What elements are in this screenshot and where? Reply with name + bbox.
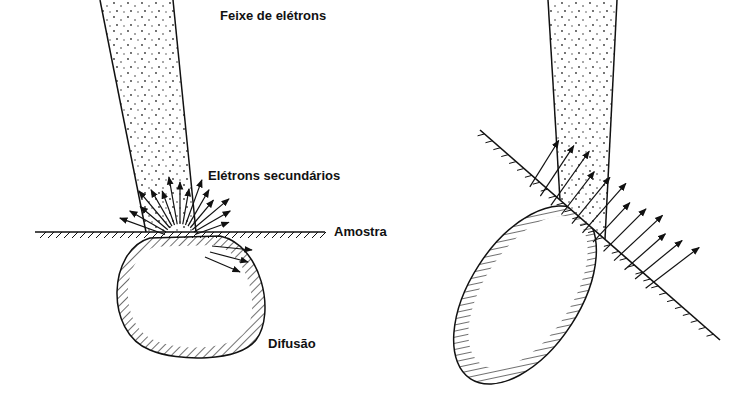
surface-hatch — [240, 232, 246, 238]
secondary-electron-arrow — [604, 209, 646, 251]
secondary-electron-arrow — [151, 190, 172, 226]
secondary-electron-arrow — [190, 200, 213, 228]
surface-hatch — [64, 232, 70, 238]
secondary-electron-arrow — [582, 183, 625, 233]
secondary-electron-arrow — [635, 240, 682, 279]
surface-hatch — [691, 320, 698, 322]
surface-hatch — [509, 162, 516, 164]
secondary-electron-arrow — [120, 218, 165, 234]
surface-hatch — [485, 141, 492, 143]
secondary-electron-arrow — [540, 146, 573, 196]
surface-hatch — [517, 168, 524, 170]
electron-beam — [100, 0, 196, 232]
surface-hatch — [192, 232, 198, 238]
electron-beam-tilted — [548, 0, 617, 239]
surface-hatch — [48, 232, 54, 238]
surface-hatch — [272, 232, 278, 238]
surface-hatch — [478, 134, 485, 136]
surface-hatch — [501, 155, 508, 157]
secondary-electron-arrow — [593, 203, 630, 242]
surface-hatch — [296, 232, 302, 238]
surface-hatch — [216, 232, 222, 238]
surface-hatch — [288, 232, 294, 238]
surface-hatch — [144, 232, 150, 238]
surface-hatch — [588, 231, 595, 233]
surface-hatch — [667, 300, 674, 302]
surface-hatch — [56, 232, 62, 238]
surface-hatch — [184, 232, 190, 238]
secondary-electron-arrow — [169, 177, 177, 224]
surface-hatch — [176, 232, 182, 238]
surface-hatch — [533, 182, 540, 184]
surface-hatch — [699, 327, 706, 329]
surface-hatch — [112, 232, 118, 238]
secondary-electron-arrow — [185, 180, 201, 225]
secondary-electron-arrow — [646, 247, 700, 288]
surface-hatch — [96, 232, 102, 238]
surface-hatch — [683, 314, 690, 316]
surface-hatch — [304, 232, 310, 238]
secondary-electron-arrow — [194, 211, 230, 232]
surface-hatch — [549, 196, 556, 198]
surface-hatch — [659, 293, 666, 295]
surface-hatch — [525, 175, 532, 177]
surface-hatch — [168, 232, 174, 238]
surface-hatch — [128, 232, 134, 238]
secondary-electron-arrow — [530, 140, 559, 186]
surface-hatch — [612, 251, 619, 253]
surface-hatch — [493, 148, 500, 150]
surface-hatch — [224, 232, 230, 238]
surface-hatch — [643, 279, 650, 281]
surface-hatch — [248, 232, 254, 238]
surface-hatch — [232, 232, 238, 238]
surface-hatch — [564, 210, 571, 212]
secondary-electron-arrow — [572, 177, 610, 223]
surface-hatch — [104, 232, 110, 238]
surface-hatch — [280, 232, 286, 238]
secondary-electron-arrow — [179, 182, 180, 224]
surface-hatch — [256, 232, 262, 238]
surface-hatch — [312, 232, 318, 238]
right-panel — [424, 0, 755, 401]
secondary-electron-arrow — [140, 207, 168, 230]
secondary-electron-arrow — [205, 257, 240, 272]
secondary-electron-arrow — [210, 252, 248, 262]
surface-hatch — [557, 203, 564, 205]
diffusion-inner — [128, 245, 252, 348]
surface-hatch — [208, 232, 214, 238]
surface-hatch — [40, 232, 46, 238]
diffusion-label: Difusão — [266, 336, 318, 352]
surface-hatch — [120, 232, 126, 238]
secondary-electron-arrow — [551, 151, 589, 205]
surface-hatch — [320, 232, 326, 238]
secondary-electron-arrow — [183, 189, 189, 224]
surface-hatch — [651, 286, 658, 288]
surface-hatch — [675, 307, 682, 309]
secondary-electron-arrow — [212, 246, 252, 250]
secondary-electron-arrow — [561, 172, 594, 215]
secondary-electron-arrow — [625, 234, 666, 270]
surface-hatch — [264, 232, 270, 238]
secondary-electrons-label: Elétrons secundários — [206, 168, 342, 184]
surface-hatch — [88, 232, 94, 238]
sample-label: Amostra — [332, 224, 389, 240]
surface-hatch — [72, 232, 78, 238]
beam-label: Feixe de elétrons — [218, 8, 328, 24]
surface-hatch — [580, 224, 587, 226]
surface-hatch — [152, 232, 158, 238]
surface-hatch — [620, 258, 627, 260]
diffusion-volume — [117, 236, 265, 358]
surface-hatch — [80, 232, 86, 238]
surface-hatch — [136, 232, 142, 238]
secondary-electron-arrow — [614, 215, 662, 260]
surface-hatch — [707, 334, 714, 336]
